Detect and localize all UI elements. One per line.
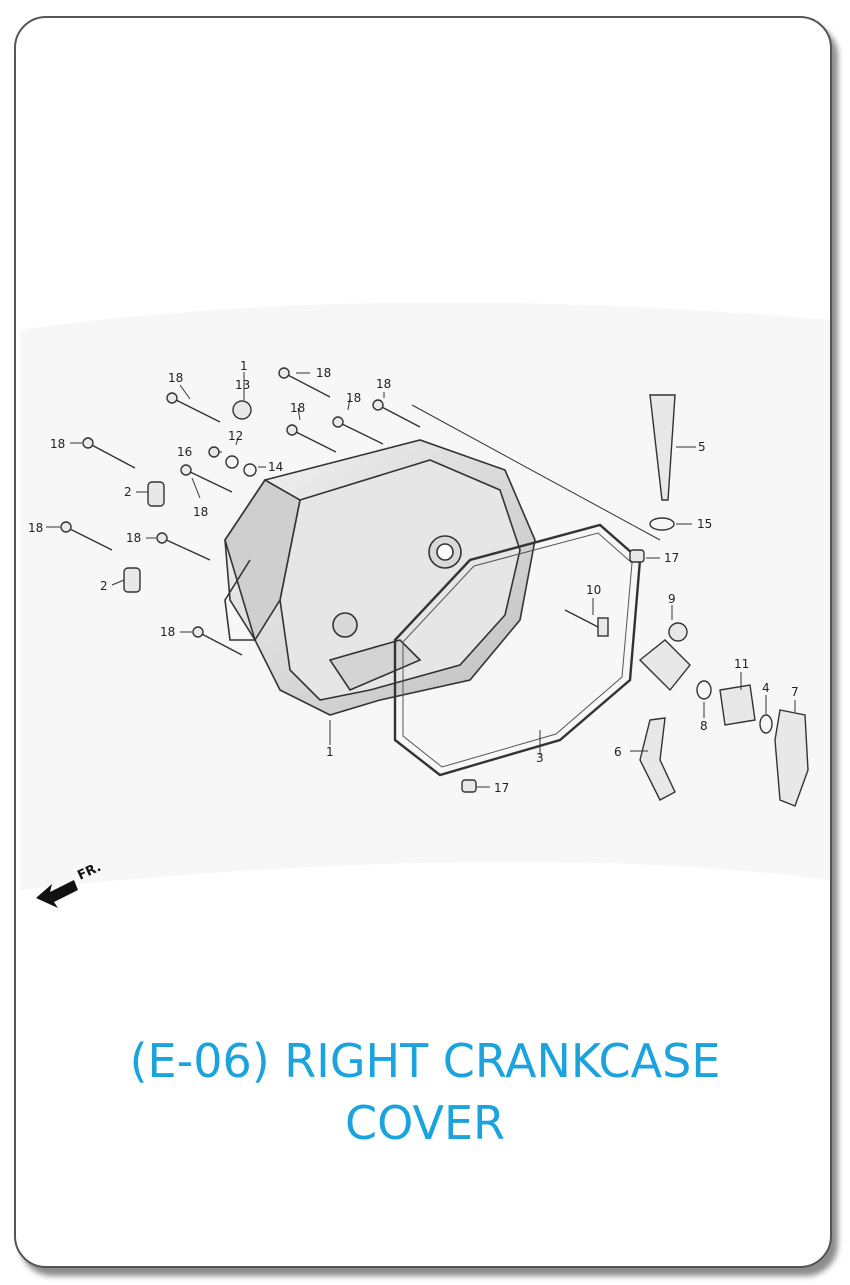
callout-labels: 1 1 2 2 3 4 5 6 7 8 9 10 11 12 13 14 15 … — [28, 359, 799, 795]
callout-15: 15 — [697, 517, 712, 531]
callout-8: 8 — [700, 719, 708, 733]
front-direction-arrow-icon — [36, 880, 78, 908]
callout-13: 13 — [235, 378, 250, 392]
callout-18-c: 18 — [28, 521, 43, 535]
callout-5: 5 — [698, 440, 706, 454]
callout-17-upper: 17 — [664, 551, 679, 565]
callout-17-lower: 17 — [494, 781, 509, 795]
callout-18-e: 18 — [193, 505, 208, 519]
callout-3: 3 — [536, 751, 544, 765]
callout-18-d: 18 — [126, 531, 141, 545]
bolt-parts — [60, 367, 421, 656]
callout-6: 6 — [614, 745, 622, 759]
callout-18-g: 18 — [290, 401, 305, 415]
page-title: (E-06) RIGHT CRANKCASE COVER — [0, 1030, 850, 1154]
small-parts — [123, 394, 809, 807]
callout-4: 4 — [762, 681, 770, 695]
gasket-inner-edge — [402, 532, 633, 768]
callout-7: 7 — [791, 685, 799, 699]
callout-18-j: 18 — [316, 366, 331, 380]
callout-10: 10 — [586, 583, 601, 597]
leader-lines — [46, 372, 796, 788]
callout-2-lower: 2 — [100, 579, 108, 593]
gasket-part — [393, 523, 642, 777]
callout-14: 14 — [268, 460, 283, 474]
callout-11: 11 — [734, 657, 749, 671]
callout-18-h: 18 — [346, 391, 361, 405]
callout-18-i: 18 — [376, 377, 391, 391]
callout-18-a: 18 — [168, 371, 183, 385]
callout-18-f: 18 — [160, 625, 175, 639]
callout-2-upper: 2 — [124, 485, 132, 499]
callout-1-bottom: 1 — [326, 745, 334, 759]
callout-16: 16 — [177, 445, 192, 459]
callout-1-top: 1 — [240, 359, 248, 373]
callout-12: 12 — [228, 429, 243, 443]
callout-18-b: 18 — [50, 437, 65, 451]
title-line-2: COVER — [344, 1096, 505, 1150]
title-line-1: (E-06) RIGHT CRANKCASE — [129, 1034, 721, 1088]
crankcase-cover-part — [224, 439, 536, 716]
callout-9: 9 — [668, 592, 676, 606]
